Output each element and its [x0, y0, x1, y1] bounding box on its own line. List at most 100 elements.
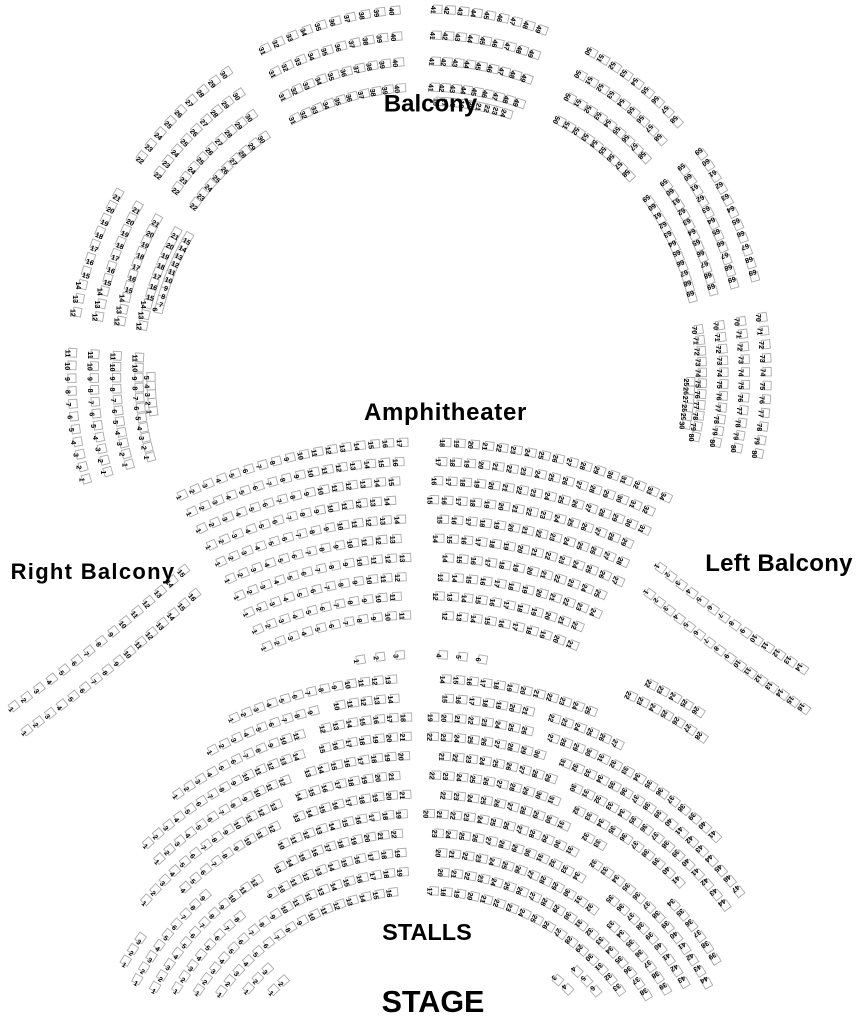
svg-text:13: 13 — [173, 252, 184, 263]
svg-text:9: 9 — [86, 377, 94, 381]
svg-text:42: 42 — [439, 58, 448, 67]
svg-text:21: 21 — [131, 206, 142, 217]
svg-text:48: 48 — [514, 45, 524, 55]
svg-text:14: 14 — [96, 288, 104, 296]
svg-text:14: 14 — [362, 461, 371, 470]
svg-text:22: 22 — [425, 733, 433, 741]
svg-text:25: 25 — [682, 379, 690, 387]
svg-text:1: 1 — [121, 463, 129, 467]
svg-text:26: 26 — [682, 387, 690, 395]
svg-text:12: 12 — [323, 446, 332, 455]
svg-text:27: 27 — [228, 157, 239, 168]
svg-text:52: 52 — [582, 104, 593, 115]
svg-text:25: 25 — [468, 775, 477, 784]
svg-text:25: 25 — [465, 736, 474, 745]
svg-text:38: 38 — [357, 11, 366, 20]
svg-text:11: 11 — [379, 575, 388, 583]
svg-text:3: 3 — [391, 654, 399, 658]
svg-text:37: 37 — [351, 65, 360, 74]
svg-text:20: 20 — [465, 101, 474, 110]
svg-text:64: 64 — [686, 227, 697, 238]
svg-text:59: 59 — [640, 192, 651, 203]
svg-text:18: 18 — [480, 699, 489, 708]
svg-text:18: 18 — [346, 778, 355, 787]
svg-text:41: 41 — [429, 6, 437, 14]
svg-text:11: 11 — [131, 354, 139, 362]
svg-text:16: 16 — [380, 440, 388, 448]
svg-text:14: 14 — [386, 695, 394, 703]
svg-text:29: 29 — [679, 413, 687, 421]
svg-text:3: 3 — [72, 453, 80, 457]
svg-text:7: 7 — [158, 301, 164, 310]
svg-text:15: 15 — [387, 478, 395, 486]
svg-text:28: 28 — [680, 404, 688, 412]
svg-text:19: 19 — [457, 100, 466, 109]
svg-text:37: 37 — [356, 90, 365, 99]
svg-text:51: 51 — [572, 97, 583, 108]
svg-text:12: 12 — [431, 592, 439, 600]
svg-text:15: 15 — [358, 717, 367, 726]
svg-text:72: 72 — [693, 348, 701, 356]
svg-text:15: 15 — [473, 596, 482, 605]
svg-text:57: 57 — [643, 122, 654, 133]
svg-text:20: 20 — [421, 810, 429, 818]
svg-text:32: 32 — [288, 86, 299, 97]
svg-text:12: 12 — [370, 677, 379, 686]
svg-text:16: 16 — [330, 742, 339, 751]
svg-text:18: 18 — [497, 560, 506, 569]
svg-text:14: 14 — [74, 281, 82, 289]
svg-text:23: 23 — [490, 106, 500, 116]
svg-text:24: 24 — [475, 815, 484, 824]
svg-text:30: 30 — [218, 70, 229, 81]
svg-text:17: 17 — [152, 272, 162, 282]
svg-text:17: 17 — [463, 517, 472, 526]
svg-text:18: 18 — [94, 231, 104, 241]
svg-text:10: 10 — [163, 276, 173, 286]
svg-text:14: 14 — [344, 719, 353, 728]
svg-text:43: 43 — [455, 7, 464, 16]
svg-text:73: 73 — [693, 358, 701, 366]
svg-text:65: 65 — [711, 226, 722, 237]
svg-text:23: 23 — [479, 718, 488, 727]
svg-text:14: 14 — [382, 497, 390, 505]
svg-text:14: 14 — [450, 574, 459, 583]
svg-text:47: 47 — [490, 92, 500, 102]
svg-text:6: 6 — [65, 415, 73, 419]
svg-text:6: 6 — [110, 409, 118, 413]
svg-text:21: 21 — [169, 231, 180, 242]
svg-text:37: 37 — [346, 40, 355, 49]
svg-text:17: 17 — [368, 872, 377, 881]
svg-text:20: 20 — [164, 241, 175, 252]
svg-text:18: 18 — [357, 796, 366, 805]
svg-text:7: 7 — [64, 403, 72, 407]
svg-text:10: 10 — [305, 469, 314, 478]
svg-text:Amphitheater: Amphitheater — [364, 399, 527, 426]
svg-text:4: 4 — [142, 384, 150, 388]
svg-text:19: 19 — [501, 542, 510, 551]
svg-text:23: 23 — [464, 755, 473, 764]
svg-text:9: 9 — [163, 284, 169, 293]
svg-text:36: 36 — [344, 93, 354, 103]
svg-text:22: 22 — [462, 871, 471, 880]
svg-text:21: 21 — [111, 193, 122, 204]
svg-text:Left Balcony: Left Balcony — [705, 550, 853, 577]
svg-text:24: 24 — [169, 148, 180, 159]
svg-text:71: 71 — [734, 331, 742, 339]
svg-text:20: 20 — [486, 481, 495, 490]
svg-text:80: 80 — [750, 450, 758, 458]
svg-text:22: 22 — [152, 171, 163, 182]
svg-text:36: 36 — [327, 18, 337, 28]
svg-text:17: 17 — [444, 478, 452, 486]
svg-text:33: 33 — [309, 105, 319, 115]
svg-text:24: 24 — [465, 794, 474, 803]
svg-text:23: 23 — [195, 192, 206, 203]
svg-text:18: 18 — [114, 241, 124, 251]
svg-text:16: 16 — [431, 98, 439, 106]
svg-text:12: 12 — [170, 260, 181, 271]
svg-text:4: 4 — [91, 436, 99, 440]
svg-text:68: 68 — [723, 262, 733, 272]
svg-text:16: 16 — [371, 716, 380, 725]
svg-text:15: 15 — [145, 293, 155, 303]
svg-text:15: 15 — [425, 496, 433, 504]
svg-text:3: 3 — [137, 436, 145, 440]
